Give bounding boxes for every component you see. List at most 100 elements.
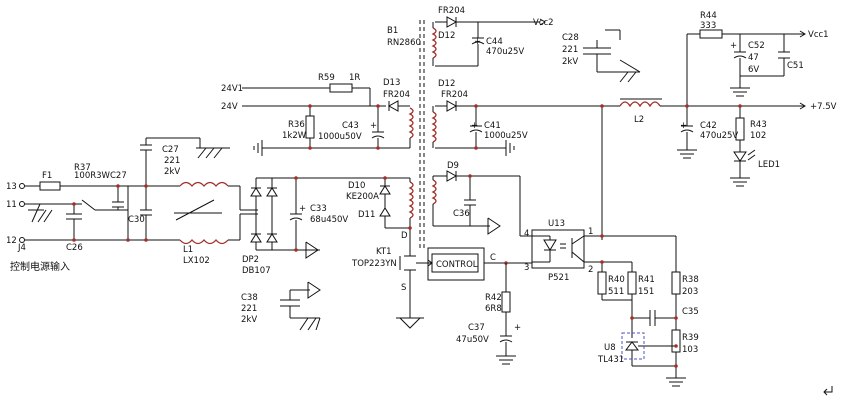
c41-value: 1000u25V (484, 131, 528, 141)
c43-value: 1000u50V (318, 132, 362, 142)
rn2860-label: RN2860 (387, 38, 421, 48)
c41-label: C41 (484, 121, 501, 131)
r44-value: 333 (700, 21, 716, 31)
d10-label: D10 (348, 181, 365, 191)
pin-s-label: S (401, 283, 406, 293)
top223-controller (396, 247, 533, 329)
c27-mid-label: C27 (110, 171, 127, 181)
p521-label: P521 (548, 273, 569, 283)
c37-value: 47u50V (456, 335, 489, 345)
r43-value: 102 (750, 131, 766, 141)
tl431-label: TL431 (597, 355, 624, 365)
c37-label: C37 (468, 323, 485, 333)
c51-label: C51 (787, 61, 804, 71)
r36-value: 1k2W (282, 131, 307, 141)
node-11-label: 11 (6, 200, 17, 210)
24v-label: 24V (221, 102, 238, 112)
r59-label: R59 (318, 73, 335, 83)
c26-label: C26 (66, 243, 83, 253)
d11-label: D11 (358, 210, 375, 220)
u13-label: U13 (548, 219, 565, 229)
d12-mid-label: D12 (438, 79, 455, 89)
vcc2-label: Vcc2 (533, 18, 554, 28)
r36-label: R36 (288, 120, 305, 130)
bias-winding (431, 170, 532, 237)
c42-label: C42 (700, 121, 717, 131)
vcc1-label: Vcc1 (808, 30, 829, 40)
r59-value: 1R (349, 73, 360, 83)
r42-label: R42 (485, 293, 502, 303)
c52-value: 47 (748, 53, 759, 63)
feedback-network (597, 235, 686, 387)
r41-label: R41 (638, 275, 655, 285)
j4-label: J4 (17, 243, 26, 253)
r44-label: R44 (700, 11, 717, 21)
dp2-label: DP2 (242, 255, 259, 265)
top223-label: TOP223YN (351, 259, 397, 269)
r38-label: R38 (682, 275, 699, 285)
c28-capacitor (583, 29, 641, 83)
plus-c42: + (680, 121, 687, 131)
c30-label: C30 (128, 215, 145, 225)
c44-label: C44 (486, 37, 503, 47)
c42-value: 470u25V (700, 131, 738, 141)
return-mark-icon (823, 386, 833, 396)
r42-c37 (496, 263, 516, 365)
l2-label: L2 (634, 115, 644, 125)
vcc1-section (686, 29, 806, 106)
c27-top-voltage: 2kV (164, 167, 180, 177)
d9-label: D9 (447, 161, 459, 171)
r40-label: R40 (608, 275, 625, 285)
optocoupler-u13 (531, 229, 602, 269)
bridge-rectifier-dp2 (239, 177, 410, 259)
pin-d-label: D (401, 231, 408, 241)
r37-label: R37 (74, 163, 91, 173)
pin-c-label: C (490, 253, 496, 263)
transformer-core (419, 20, 425, 250)
opto-pin2-label: 2 (588, 265, 593, 275)
7v5-section (431, 98, 806, 240)
c38-voltage: 2kV (241, 315, 257, 325)
primary-clamp (379, 178, 414, 248)
led1-label: LED1 (758, 160, 780, 170)
c28-voltage: 2kV (562, 57, 578, 67)
c52-label: C52 (748, 41, 765, 51)
r43-label: R43 (750, 120, 767, 130)
d12-top-label: D12 (438, 31, 455, 41)
plus-c52: + (730, 41, 737, 51)
plus-c33: + (299, 204, 306, 214)
plus-c44: + (474, 37, 481, 47)
node-12-label: 12 (6, 236, 17, 246)
c33-value: 68u450V (310, 215, 348, 225)
control-power-input-title: 控制电源输入 (10, 260, 70, 273)
r41-value: 151 (638, 287, 654, 297)
plus-c43: + (370, 121, 377, 131)
b1-label: B1 (387, 26, 398, 36)
r42-value: 6R8 (485, 304, 502, 314)
plus-c41: + (471, 121, 478, 131)
r38-value: 203 (682, 287, 698, 297)
d13-label: D13 (383, 78, 400, 88)
c44-value: 470u25V (486, 47, 524, 57)
opto-pin4-label: 4 (524, 229, 529, 239)
c36-label: C36 (453, 209, 470, 219)
c28-label: C28 (562, 33, 579, 43)
node-13-label: 13 (6, 182, 17, 192)
plus-c37: + (514, 323, 521, 333)
opto-pin1-label: 1 (588, 227, 593, 237)
c38-value: 221 (241, 304, 257, 314)
c27-top-label: C27 (162, 145, 179, 155)
fr204-mid-label: FR204 (441, 90, 468, 100)
kt1-label: KT1 (376, 247, 392, 257)
c38-capacitor (280, 281, 321, 331)
fr204-top-label: FR204 (438, 6, 465, 16)
u8-label: U8 (604, 343, 616, 353)
f1-label: F1 (42, 171, 52, 181)
c33-label: C33 (310, 204, 327, 214)
r39-label: R39 (682, 333, 699, 343)
v75-label: +7.5V (810, 102, 837, 112)
input-section (19, 137, 240, 245)
fr204-d13-label: FR204 (383, 90, 410, 100)
vcc2-section (431, 16, 546, 67)
